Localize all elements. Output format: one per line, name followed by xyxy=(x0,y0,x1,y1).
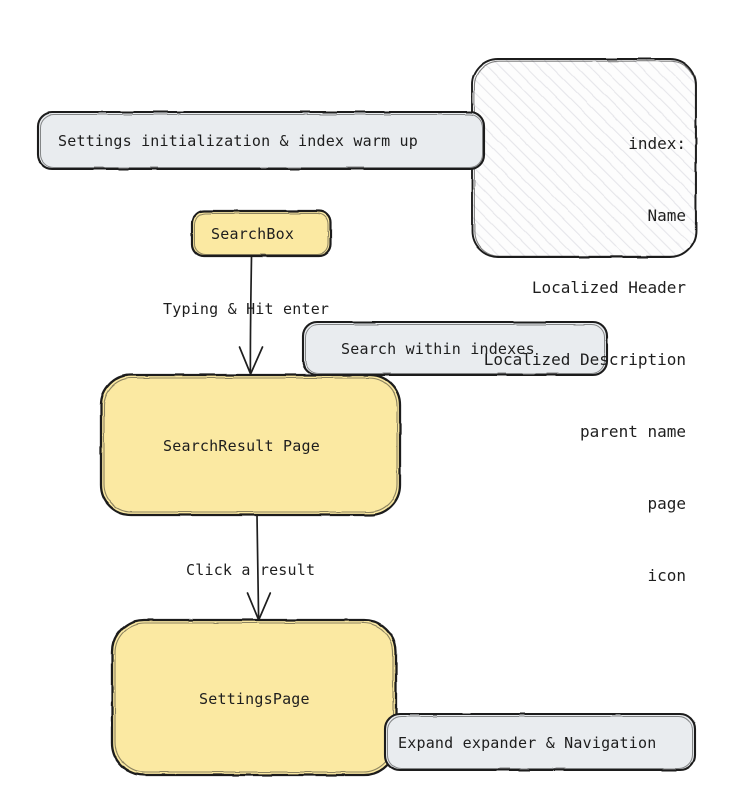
settings-page-shape[interactable] xyxy=(110,618,398,777)
edge-results-to-settings-shape xyxy=(246,514,272,621)
note-search-within-indexes-shape[interactable] xyxy=(301,320,609,377)
index-card-shape[interactable] xyxy=(471,58,697,258)
note-expand-navigation-shape[interactable] xyxy=(383,712,697,772)
note-search-within-indexes[interactable] xyxy=(303,322,607,375)
index-card[interactable] xyxy=(472,59,696,257)
search-box-shape[interactable] xyxy=(190,209,333,258)
note-settings-init[interactable] xyxy=(38,112,484,169)
search-result-page-shape[interactable] xyxy=(99,373,402,517)
note-expand-navigation[interactable] xyxy=(385,714,695,770)
node-search-box[interactable] xyxy=(192,211,331,256)
note-settings-init-shape[interactable] xyxy=(36,110,486,171)
index-card-heading: index: xyxy=(628,134,686,153)
index-card-field-page: page xyxy=(647,494,686,513)
index-card-field-localized-header: Localized Header xyxy=(531,278,686,297)
index-card-field-icon: icon xyxy=(647,566,686,585)
edge-searchbox-to-results-shape xyxy=(238,256,264,375)
index-card-field-name: Name xyxy=(647,206,686,225)
index-card-text: index: Name Localized Header Localized D… xyxy=(474,84,686,636)
index-card-field-localized-description: Localized Description xyxy=(483,350,686,369)
node-search-result-page[interactable] xyxy=(101,375,400,515)
node-settings-page[interactable] xyxy=(112,620,396,775)
index-card-field-parent-name: parent name xyxy=(580,422,686,441)
